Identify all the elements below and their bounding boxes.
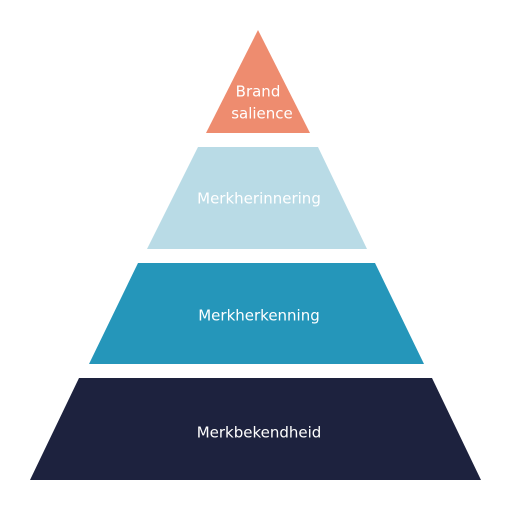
tier-label-merkbekendheid: Merkbekendheid (197, 424, 322, 442)
pyramid-tier-brand-salience: Brand salience (206, 30, 310, 133)
tier-shape-brand-salience (206, 30, 310, 133)
tier-label-brand-salience-line-2: salience (231, 105, 293, 123)
tier-label-merkherinnering: Merkherinnering (197, 190, 321, 208)
pyramid-tier-merkherkenning: Merkherkenning (89, 263, 424, 364)
tier-label-merkherkenning: Merkherkenning (198, 307, 320, 325)
tier-label-brand-salience-line-1: Brand (236, 83, 281, 101)
tier-shape-merkbekendheid (30, 378, 481, 480)
tier-shape-merkherinnering (147, 147, 367, 249)
tier-shape-merkherkenning (89, 263, 424, 364)
pyramid-tier-merkherinnering: Merkherinnering (147, 147, 367, 249)
pyramid-tier-merkbekendheid: Merkbekendheid (30, 378, 481, 480)
